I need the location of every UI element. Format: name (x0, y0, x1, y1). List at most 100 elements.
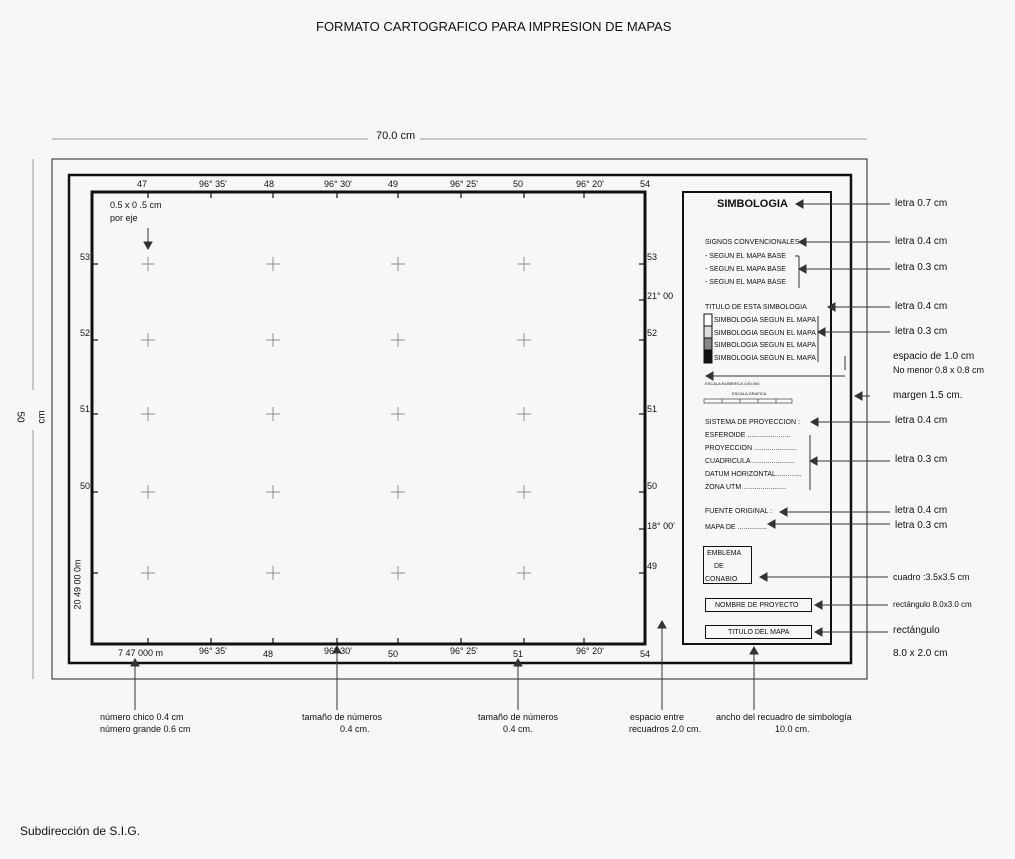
left-coord-label: 52 (80, 328, 91, 338)
bottom-coord-label: 96° 20' (576, 646, 604, 656)
grid-cross (141, 333, 155, 347)
top-coord-label: 96° 35' (199, 179, 227, 189)
annotation-label: No menor 0.8 x 0.8 cm (893, 365, 985, 375)
right-coord-label: 18° 00' (647, 521, 675, 531)
grid-cross (391, 566, 405, 580)
grid-cross (391, 257, 405, 271)
grid-crosses (141, 257, 531, 580)
bottom-note: tamaño de números (478, 712, 559, 722)
legend-fuente: FUENTE ORIGINAL : (705, 508, 773, 515)
right-coord-label: 53 (647, 252, 658, 262)
emblem-text: DE (714, 563, 724, 570)
legend-sistema-item: CUADRICULA ...................... (705, 458, 795, 465)
project-name-box (705, 598, 812, 612)
annotation-label: letra 0.3 cm (895, 326, 948, 337)
legend-sistema-item: ESFEROIDE ...................... (705, 432, 791, 439)
legend-escala-numerica: ESCALA NUMERICA 1:50 000 (705, 381, 760, 386)
legend-signos: SIGNOS CONVENCIONALES (705, 239, 800, 246)
map-frame (90, 190, 647, 646)
grid-cross (141, 566, 155, 580)
right-coord-label: 50 (647, 481, 658, 491)
bottom-coord-label: 96° 35' (199, 646, 227, 656)
project-name-text: NOMBRE DE PROYECTO (715, 602, 799, 609)
bottom-coord-label: 51 (513, 649, 524, 659)
bottom-note: ancho del recuadro de simbología (716, 712, 852, 722)
grid-cross (391, 485, 405, 499)
emblem-box (703, 546, 752, 584)
grid-cross (266, 566, 280, 580)
bottom-note: espacio entre (630, 712, 685, 722)
top-coord-label: 96° 25' (450, 179, 478, 189)
right-coord-label: 51 (647, 404, 658, 414)
left-coord-label: 53 (80, 252, 91, 262)
grid-cross (517, 566, 531, 580)
emblem-text: CONABIO (705, 576, 738, 583)
annotation-label: espacio de 1.0 cm (893, 351, 975, 362)
sheet-border (51, 158, 868, 680)
annotation-label: letra 0.3 cm (895, 520, 948, 531)
bottom-coord-label: 96° 30' (324, 646, 352, 656)
legend-mapa-de: MAPA DE ............... (705, 524, 767, 531)
legend-sistema-item: PROYECCION ...................... (705, 445, 797, 452)
bottom-note: 0.4 cm. (340, 724, 370, 734)
grid-cross (517, 257, 531, 271)
bottom-coord-label: 54 (640, 649, 651, 659)
top-coord-label: 47 (137, 179, 148, 189)
annotation-label: letra 0.4 cm (895, 236, 948, 247)
grid-cross (266, 333, 280, 347)
bottom-note: número grande 0.6 cm (100, 724, 191, 734)
legend-simb-item: SIMBOLOGIA SEGUN EL MAPA (714, 330, 816, 337)
grid-cross (517, 333, 531, 347)
top-coord-label: 96° 30' (324, 179, 352, 189)
legend-base-item: - SEGUN EL MAPA BASE (705, 279, 786, 286)
bottom-coord-label: 96° 25' (450, 646, 478, 656)
annotation-label: letra 0.4 cm (895, 301, 948, 312)
map-title-text: TITULO DEL MAPA (728, 629, 790, 636)
bottom-note: 0.4 cm. (503, 724, 533, 734)
legend-base-item: - SEGUN EL MAPA BASE (705, 253, 786, 260)
annotation-label: rectángulo 8.0x3.0 cm (893, 600, 972, 609)
width-dimension-label: 70.0 cm (376, 130, 416, 142)
grid-cross (266, 257, 280, 271)
annotation-label: rectángulo (893, 625, 940, 636)
legend-sistema: SISTEMA DE PROYECCION : (705, 419, 800, 426)
grid-cross (266, 407, 280, 421)
top-coord-label: 96° 20' (576, 179, 604, 189)
grid-cross (517, 485, 531, 499)
right-coord-label: 52 (647, 328, 658, 338)
annotation-label: margen 1.5 cm. (893, 390, 963, 401)
height-dimension-unit: cm (36, 410, 48, 424)
bottom-note: recuadros 2.0 cm. (629, 724, 702, 734)
bottom-coord-label: 48 (263, 649, 274, 659)
grid-cross (391, 407, 405, 421)
grid-cross (266, 485, 280, 499)
left-coord-label: 51 (80, 404, 91, 414)
emblem-text: EMBLEMA (707, 550, 742, 557)
left-vertical-coord-label: 20 49 00 0m (72, 559, 83, 610)
bottom-note: 10.0 cm. (775, 724, 810, 734)
margin-frame (67, 173, 853, 665)
bottom-coord-label: 7 47 000 m (118, 648, 164, 658)
legend-sistema-item: DATUM HORIZONTAL............. (705, 471, 802, 478)
right-coord-label: 49 (647, 561, 658, 571)
top-coord-label: 49 (388, 179, 399, 189)
legend-simb-item: SIMBOLOGIA SEGUN EL MAPA (714, 317, 816, 324)
footer-credit: Subdirección de S.I.G. (20, 824, 141, 838)
grid-cross (391, 333, 405, 347)
annotation-label: letra 0.4 cm (895, 415, 948, 426)
top-coord-label: 50 (513, 179, 524, 189)
legend-simb-item: SIMBOLOGIA SEGUN EL MAPA (714, 355, 816, 362)
cross-size-note: 0.5 x 0 .5 cm (110, 200, 162, 210)
grid-cross (517, 407, 531, 421)
annotation-label: cuadro :3.5x3.5 cm (893, 572, 970, 582)
right-coord-label: 21° 00 (647, 291, 674, 301)
legend-base-item: - SEGUN EL MAPA BASE (705, 266, 786, 273)
bottom-note: tamaño de números (302, 712, 383, 722)
map-title-box (705, 625, 812, 639)
annotation-label: 8.0 x 2.0 cm (893, 648, 948, 659)
legend-titulo-simbologia: TITULO DE ESTA SIMBOLOGIA (705, 304, 807, 311)
legend-simb-item: SIMBOLOGIA SEGUN EL MAPA (714, 342, 816, 349)
legend-frame (682, 191, 832, 645)
cross-axis-note: por eje (110, 213, 138, 223)
